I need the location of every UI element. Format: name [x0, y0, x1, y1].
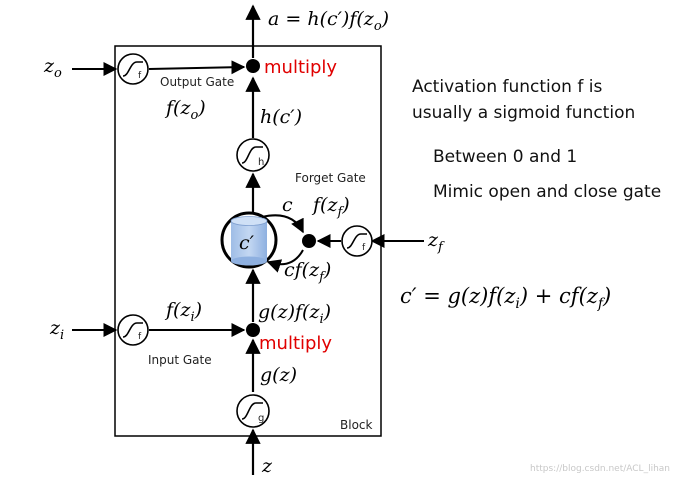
multiply-label-top: multiply: [264, 57, 337, 78]
zf-label: zf: [427, 229, 445, 255]
gz-fzi-label: g(z)f(zi): [258, 301, 331, 327]
cell-update-equation: c′ = g(z)f(zi) + cf(zf): [400, 284, 611, 312]
input-gate-label: Input Gate: [148, 353, 212, 367]
input-gate-sigmoid-icon: f: [117, 314, 149, 346]
block-label: Block: [340, 418, 373, 432]
svg-text:f: f: [138, 71, 142, 81]
zo-label: zo: [43, 55, 62, 81]
cf-zf-label: cf(zf): [284, 259, 331, 285]
memory-cell: [220, 211, 278, 269]
f-zi-label: f(zi): [164, 299, 202, 325]
note-line-2: usually a sigmoid function: [412, 103, 635, 123]
output-gate-label: Output Gate: [160, 75, 234, 89]
cell-label: c′: [239, 232, 255, 254]
svg-text:f: f: [138, 332, 142, 342]
c-label: c: [282, 194, 293, 216]
f-zo-label: f(zo): [164, 97, 206, 123]
h-c-label: h(c′): [260, 106, 302, 128]
svg-text:g: g: [258, 413, 264, 424]
f-zf-label: f(zf): [311, 194, 350, 220]
note-line-1: Activation function f is: [412, 77, 602, 97]
output-gate-sigmoid-icon: f: [117, 53, 149, 85]
g-z-label: g(z): [260, 364, 297, 386]
multiply-node-input: [246, 323, 260, 337]
cell-to-forget-arc: [261, 214, 304, 234]
zi-label: zi: [49, 317, 64, 343]
output-gate-to-mult: [148, 60, 246, 75]
multiply-node-output: [246, 59, 260, 73]
svg-text:h: h: [258, 157, 264, 168]
h-activation-icon: h: [236, 138, 270, 172]
forget-gate-sigmoid-icon: f: [341, 225, 373, 257]
watermark: https://blog.csdn.net/ACL_lihan: [530, 464, 670, 474]
forget-gate-label: Forget Gate: [295, 171, 366, 185]
note-line-4: Mimic open and close gate: [433, 182, 661, 202]
forget-to-cell-arc: [266, 249, 304, 273]
note-line-3: Between 0 and 1: [433, 147, 577, 167]
multiply-node-forget: [302, 234, 316, 248]
output-formula: a = h(c′)f(zo): [268, 8, 389, 34]
z-bottom-label: z: [261, 455, 273, 477]
svg-text:f: f: [362, 243, 366, 253]
g-activation-icon: g: [236, 394, 270, 428]
multiply-label-bottom: multiply: [259, 333, 332, 354]
